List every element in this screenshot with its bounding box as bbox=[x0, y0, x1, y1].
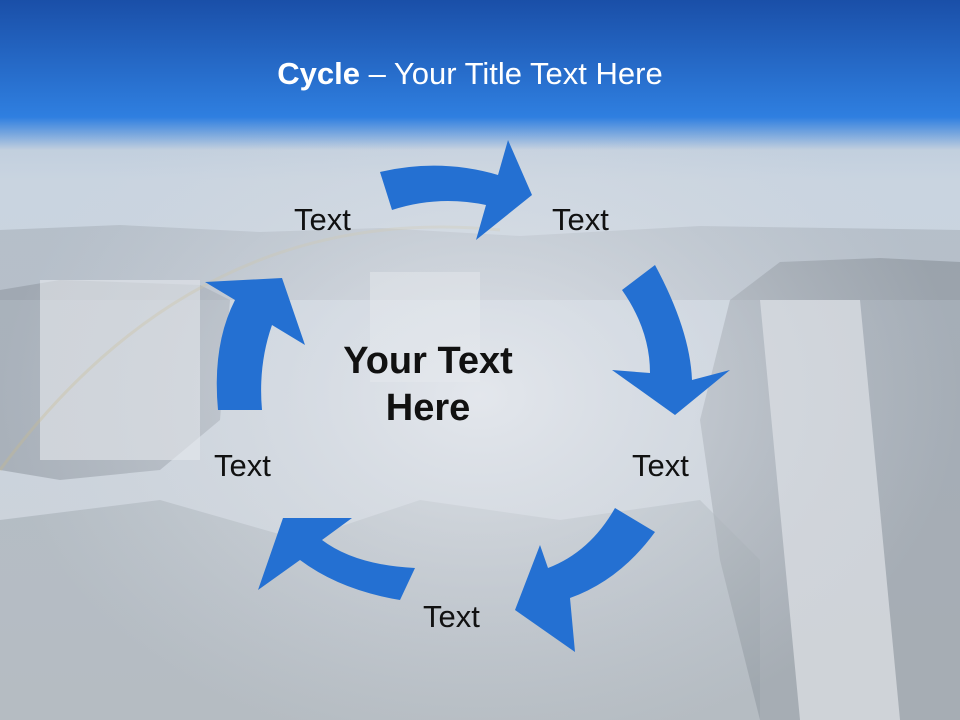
title-bar bbox=[0, 0, 960, 150]
slide-title-bold: Cycle bbox=[277, 56, 360, 91]
node-label-left: Text bbox=[214, 448, 271, 483]
center-text: Your Text Here bbox=[320, 338, 536, 432]
node-label-top-right: Text bbox=[552, 202, 609, 237]
cycle-arrow-3 bbox=[515, 508, 655, 652]
cycle-arrow-1 bbox=[380, 140, 532, 240]
slide-title-rest: – Your Title Text Here bbox=[360, 56, 663, 91]
slide-title: Cycle – Your Title Text Here bbox=[0, 56, 940, 92]
cycle-arrow-5 bbox=[205, 278, 305, 410]
node-label-top-left: Text bbox=[294, 202, 351, 237]
cycle-arrow-2 bbox=[612, 265, 730, 415]
center-text-line-1: Your Text bbox=[343, 340, 513, 382]
node-label-bottom: Text bbox=[423, 599, 480, 634]
center-text-line-2: Here bbox=[385, 387, 471, 429]
cycle-arrow-4 bbox=[258, 518, 415, 600]
node-label-right: Text bbox=[632, 448, 689, 483]
